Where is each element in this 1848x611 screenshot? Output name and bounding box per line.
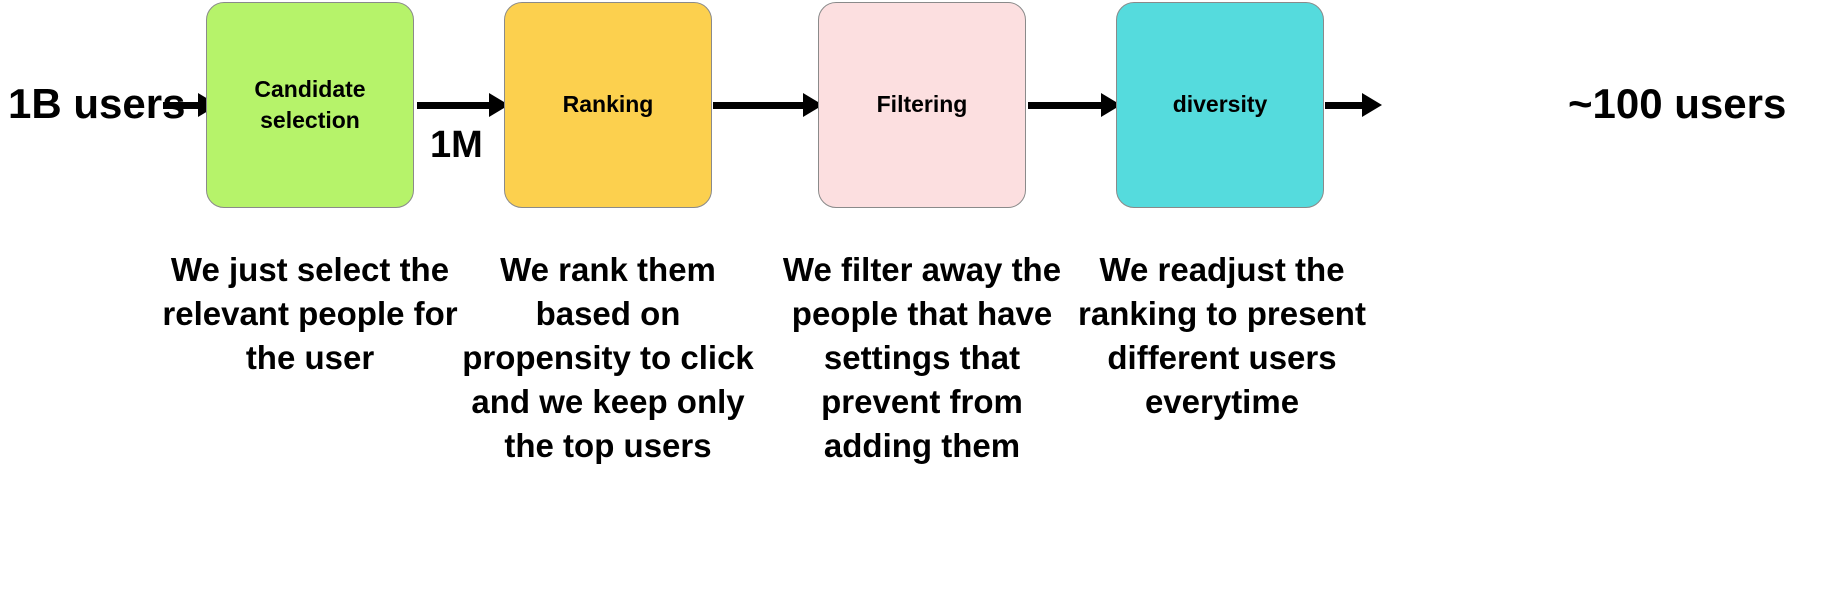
- stage-box-diversity[interactable]: diversity: [1116, 2, 1324, 208]
- flow-count-label: 1M: [430, 124, 483, 166]
- stage-caption-diversity: We readjust the ranking to present diffe…: [1078, 251, 1366, 420]
- stage-box-candidate-selection[interactable]: Candidate selection: [206, 2, 414, 208]
- input-label: 1B users: [8, 80, 186, 127]
- arrow-ranking-to-filtering: [713, 90, 823, 120]
- arrow-shaft: [1028, 101, 1102, 109]
- stage-caption-candidate-selection: We just select the relevant people for t…: [162, 251, 458, 376]
- arrow-head-icon: [1362, 93, 1382, 117]
- arrow-shaft: [1325, 101, 1363, 109]
- arrow-filtering-to-diversity: [1028, 90, 1121, 120]
- arrow-shaft: [417, 101, 490, 109]
- stage-title: Ranking: [562, 91, 654, 118]
- output-label: ~100 users: [1568, 80, 1787, 127]
- stage-title: Filtering: [876, 91, 968, 118]
- arrow-diversity-to-output: [1325, 90, 1382, 120]
- stage-caption-filtering: We filter away the people that have sett…: [782, 251, 1062, 464]
- arrow-shaft: [163, 101, 199, 109]
- stage-box-ranking[interactable]: Ranking: [504, 2, 712, 208]
- stage-box-filtering[interactable]: Filtering: [818, 2, 1026, 208]
- stage-caption-ranking: We rank them based on propensity to clic…: [462, 251, 754, 464]
- stage-title: diversity: [1172, 91, 1268, 118]
- stage-title: Candidate selection: [254, 75, 366, 133]
- arrow-shaft: [713, 101, 804, 109]
- arrow-candidate-selection-to-ranking: [417, 90, 509, 120]
